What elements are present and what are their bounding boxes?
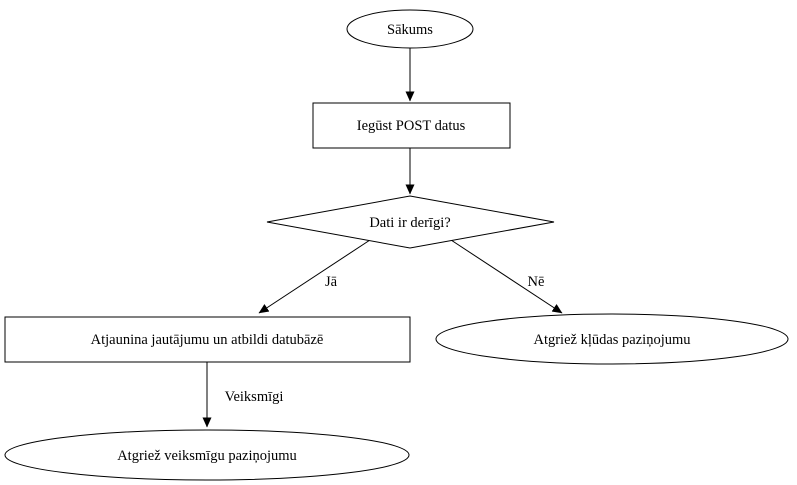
node-get-post-label: Iegūst POST datus bbox=[357, 118, 466, 134]
node-start-label: Sākums bbox=[387, 22, 433, 38]
edge-label-no: Nē bbox=[528, 274, 545, 290]
node-success-msg: Atgriež veiksmīgu paziņojumu bbox=[4, 429, 410, 481]
node-get-post: Iegūst POST datus bbox=[312, 102, 511, 149]
node-decision-label: Dati ir derīgi? bbox=[369, 215, 450, 231]
node-decision: Dati ir derīgi? bbox=[266, 195, 555, 249]
edge-label-success: Veiksmīgi bbox=[225, 389, 284, 405]
node-error-msg-label: Atgriež kļūdas paziņojumu bbox=[533, 332, 690, 348]
node-update-db-label: Atjaunina jautājumu un atbildi datubāzē bbox=[91, 332, 324, 348]
node-error-msg: Atgriež kļūdas paziņojumu bbox=[435, 313, 789, 365]
node-success-msg-label: Atgriež veiksmīgu paziņojumu bbox=[117, 448, 297, 464]
edge-decision-to-update bbox=[258, 239, 371, 314]
edges: Jā Nē Veiksmīgi bbox=[202, 48, 563, 428]
edge-label-yes: Jā bbox=[325, 274, 338, 290]
node-start: Sākums bbox=[346, 9, 474, 49]
edge-decision-to-error bbox=[450, 239, 563, 314]
node-update-db: Atjaunina jautājumu un atbildi datubāzē bbox=[4, 316, 411, 363]
